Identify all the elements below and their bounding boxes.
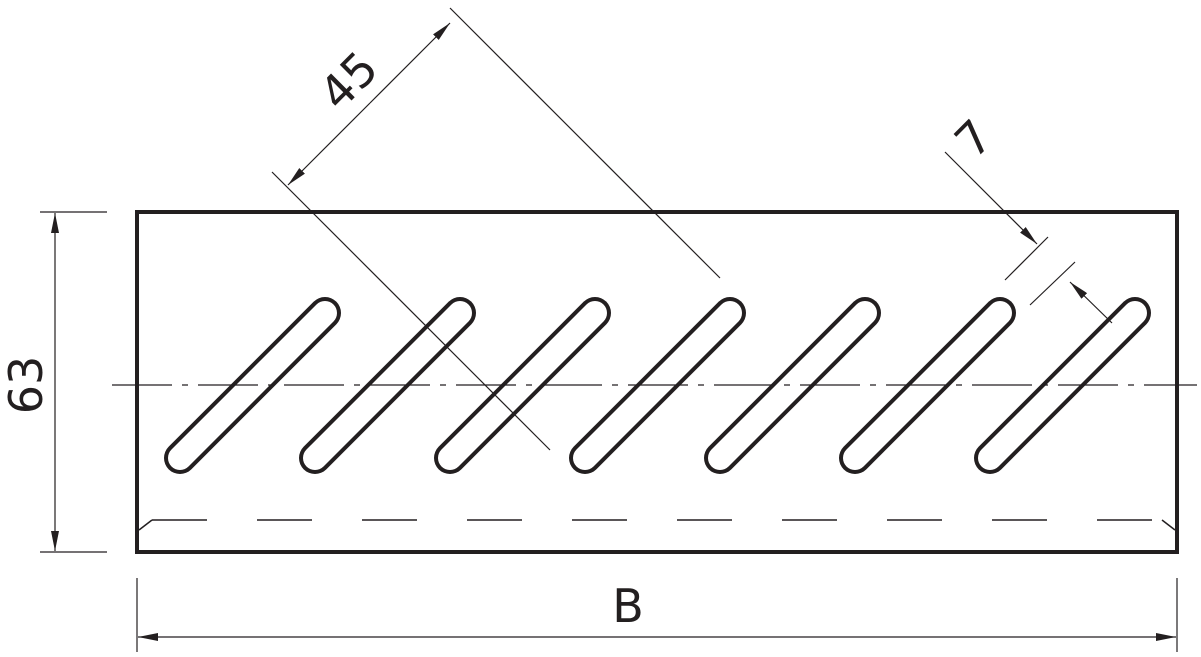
dim-label-b: B [612, 579, 644, 633]
dim-line-45 [369, 22, 451, 104]
hidden-chamfer-right [1161, 519, 1176, 531]
dim-label-63: 63 [0, 356, 53, 415]
ext-line [271, 171, 551, 451]
dim-line-7 [944, 151, 1038, 245]
dim-label-45: 45 [309, 41, 389, 121]
hidden-chamfer-left [138, 519, 153, 531]
dim-line-45 [287, 102, 371, 186]
ext-line [1029, 261, 1076, 306]
slot-interior [708, 301, 877, 470]
dim-line-7 [1069, 281, 1113, 324]
ext-line [1004, 236, 1049, 281]
slot-interior [438, 301, 607, 470]
ext-line [449, 7, 721, 279]
plate-outline [135, 210, 1179, 554]
